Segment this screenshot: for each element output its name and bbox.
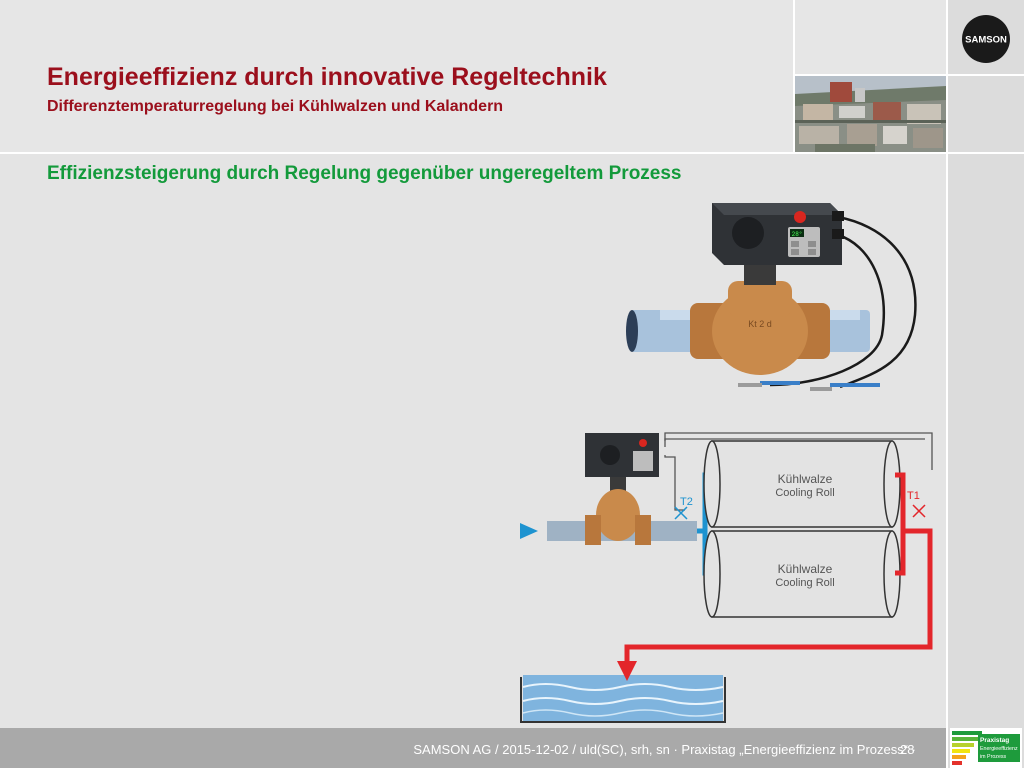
- sensor-cable: [837, 215, 917, 389]
- header-band: [0, 0, 946, 152]
- logo-circle: [962, 15, 1010, 63]
- sensor-probe: [738, 383, 762, 387]
- grid-line: [946, 0, 948, 768]
- return-pipe: [895, 472, 906, 576]
- slide-title: Energieeffizienz durch innovative Regelt…: [47, 63, 607, 91]
- roll-label-de: Kühlwalze: [778, 562, 833, 576]
- section-heading: Effizienzsteigerung durch Regelung gegen…: [47, 163, 682, 184]
- side-column: [946, 0, 1024, 768]
- footer-bar: [0, 728, 946, 768]
- roll-label-en: Cooling Roll: [775, 487, 834, 499]
- slide-subtitle: Differenztemperaturregelung bei Kühlwalz…: [47, 98, 504, 115]
- grid-line: [793, 74, 1024, 76]
- cooling-roll-bottom: [711, 530, 893, 618]
- badge-line: im Prozess: [980, 754, 1007, 760]
- sensor-t1-icon: [912, 504, 926, 518]
- drain-arrow-icon: [617, 661, 637, 681]
- samson-logo: SAMSON: [962, 15, 1010, 63]
- sensor-label-t1: T1: [907, 490, 920, 502]
- sensor-probe: [830, 383, 880, 387]
- flow-arrow-icon: [520, 523, 538, 539]
- valve-product-illustration: Kt 2 d 28°: [626, 203, 917, 391]
- sensor-cable: [769, 233, 885, 387]
- grid-line: [793, 0, 795, 152]
- header-divider: [0, 152, 946, 154]
- footer-text: SAMSON AG / 2015-12-02 / uld(SC), srh, s…: [413, 742, 916, 757]
- roll-label-de: Kühlwalze: [778, 472, 833, 486]
- sensor-probe: [760, 381, 800, 385]
- sensor-label-t2: T2: [680, 496, 693, 508]
- grid-line: [946, 152, 1024, 154]
- roll-label-en: Cooling Roll: [775, 577, 834, 589]
- cooling-roll-schematic: Kühlwalze Cooling Roll Kühlwalze Cooling…: [520, 432, 933, 723]
- pipe-end: [626, 310, 638, 352]
- energy-label-badge: Praxistag Energieeffizienz im Prozess: [950, 728, 1022, 768]
- page-number: 28: [900, 742, 915, 757]
- badge-line: Praxistag: [980, 737, 1009, 744]
- schematic-valve-body: [596, 489, 640, 541]
- badge-line: Energieeffizienz: [980, 746, 1018, 752]
- sensor-t2-icon: [674, 506, 688, 520]
- red-button-icon: [794, 211, 806, 223]
- actuator-knob: [732, 217, 764, 249]
- display-readout: 28°: [792, 231, 803, 238]
- logo-text: SAMSON: [965, 35, 1007, 46]
- body-markings: Kt 2 d: [748, 319, 772, 329]
- city-photo: [795, 76, 946, 152]
- sensor-probe: [810, 387, 832, 391]
